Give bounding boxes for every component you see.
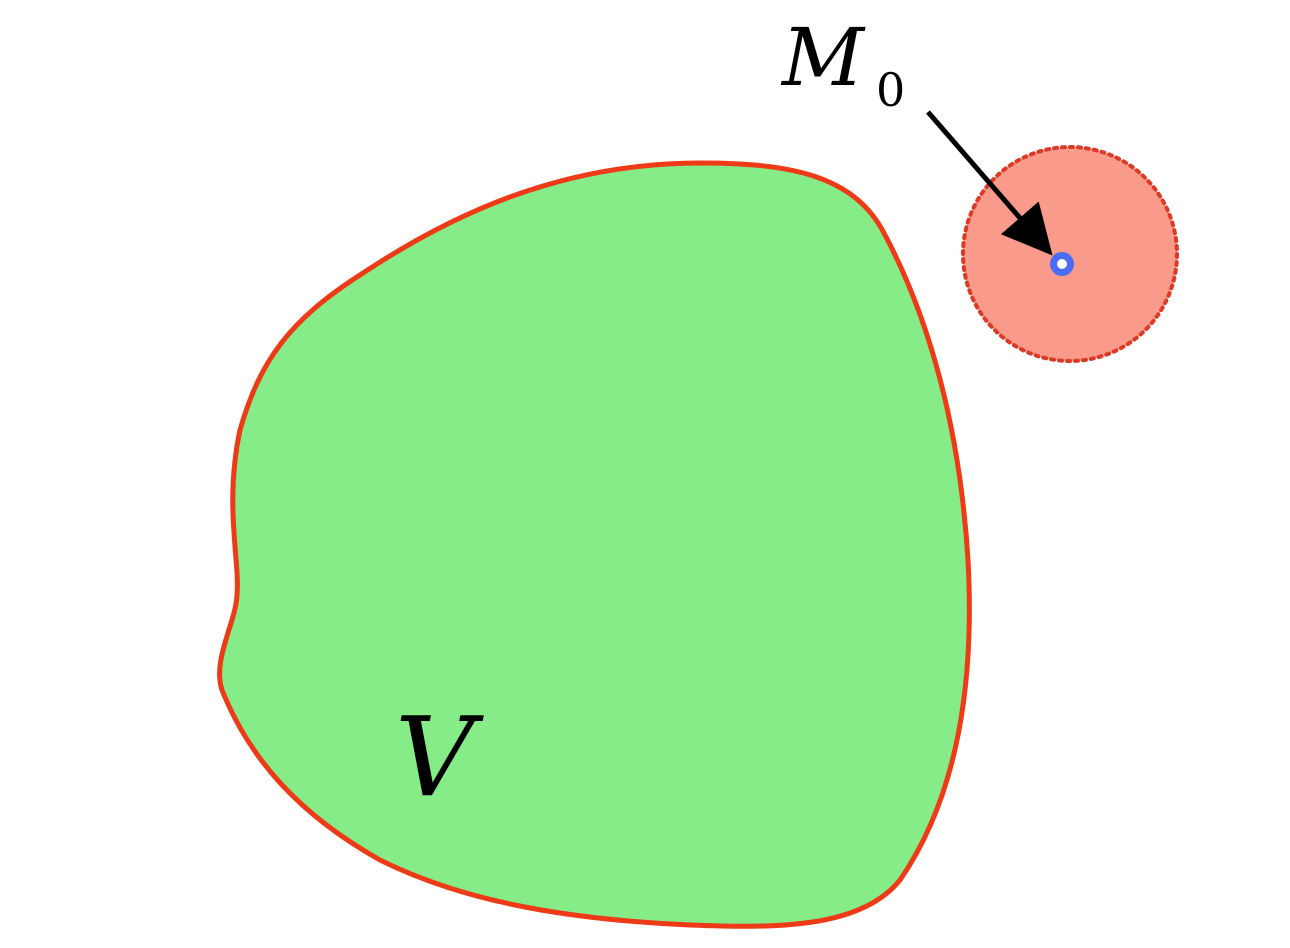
- region-v-shape: [219, 163, 970, 927]
- point-m0-label-subscript: 0: [876, 63, 905, 117]
- region-v-label: V: [395, 693, 484, 821]
- point-m0-label: M: [780, 11, 866, 104]
- neighborhood-dotted-boundary: [961, 145, 1179, 363]
- neighborhood-disk: [963, 147, 1177, 361]
- point-m0-marker-center: [1057, 259, 1067, 269]
- pointer-arrow: [926, 110, 1053, 256]
- region-v-boundary: [217, 160, 972, 929]
